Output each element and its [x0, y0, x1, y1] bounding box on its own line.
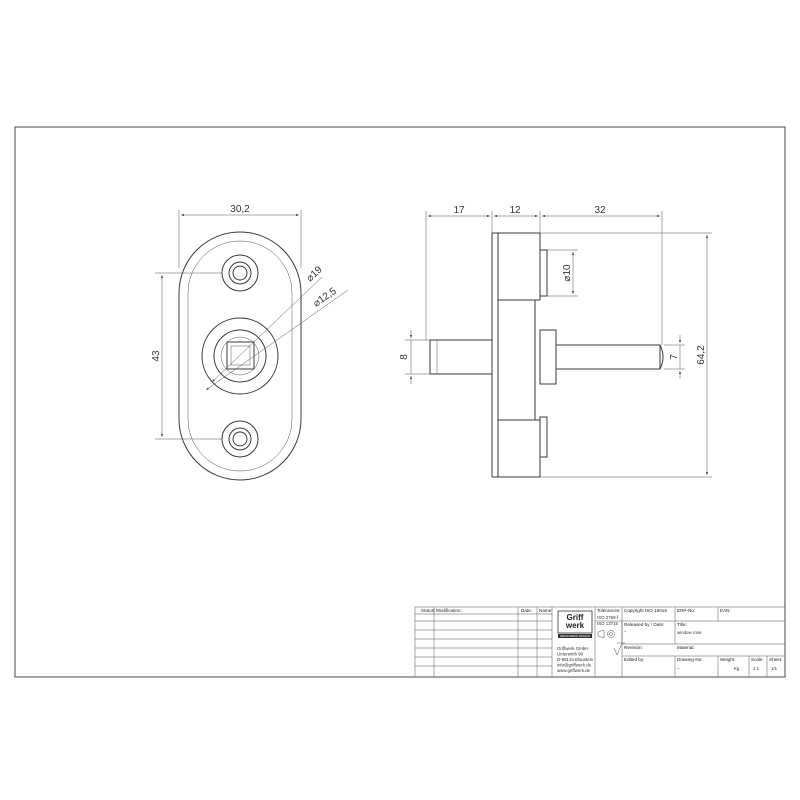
- sheet-value: 1/1: [771, 666, 778, 671]
- released-value: –: [624, 629, 627, 634]
- center-hub: [201, 317, 279, 395]
- dimension-12-label: 12: [509, 205, 521, 216]
- dimension-64-2-label: 64,2: [696, 345, 707, 365]
- logo-line1: Griff: [567, 613, 584, 622]
- revision-label: Revision:: [624, 645, 643, 650]
- front-view: 30,2 43 ⌀19 ⌀12,5: [151, 204, 349, 481]
- tolerances-label: Tolerances:: [597, 608, 621, 613]
- material-label: Material:: [677, 645, 695, 650]
- dimension-width-label: 30,2: [230, 204, 250, 215]
- copyright-text: Copyright ISO 16016: [624, 608, 667, 613]
- top-screw-hole: [221, 254, 259, 292]
- logo-tagline: GRIFFWERK DESIGN: [560, 634, 590, 638]
- revision-table: Status: Modification: Date: Name:: [415, 607, 553, 677]
- title-value: window rose: [677, 630, 702, 635]
- tolerances-block: Tolerances: ISO 2768-f ISO 13715: [597, 607, 625, 656]
- dimension-height: 43: [151, 272, 222, 440]
- dimension-32-label: 32: [594, 205, 606, 216]
- diameter-symbol: ⌀: [311, 297, 322, 309]
- address-line-4: info@griffwerk.de: [557, 663, 592, 668]
- dimension-width: 30,2: [178, 204, 302, 268]
- released-label: Released by / Date:: [624, 622, 664, 627]
- diameter-symbol: ⌀: [305, 272, 317, 284]
- rev-header-name: Name:: [539, 608, 553, 613]
- tolerance-line-2: ISO 13715: [597, 621, 619, 626]
- title-label: Title:: [677, 622, 687, 627]
- projection-symbol-icon: [597, 629, 615, 639]
- title-block: Status: Modification: Date: Name: Griff …: [414, 606, 786, 678]
- scale-value: 1:1: [753, 666, 760, 671]
- diameter-symbol: ⌀: [562, 276, 573, 282]
- sheet-border: [14, 126, 786, 678]
- edited-label: Edited by:: [624, 657, 644, 662]
- company-block: Griff werk GRIFFWERK DESIGN Griffwerk Gm…: [557, 607, 596, 677]
- dimension-dia-10-label: 10: [562, 264, 573, 276]
- rev-header-status: Status:: [421, 608, 435, 613]
- drawing-no-value: –: [677, 666, 680, 671]
- dimension-dia-12-5: ⌀12,5: [205, 286, 349, 391]
- ean-label: EAN:: [720, 608, 731, 613]
- erp-label: ERP-No:: [677, 608, 695, 613]
- dimension-dia-19: ⌀19: [211, 264, 325, 383]
- surface-finish-icon: [613, 642, 625, 656]
- address-line-2: Unterwirth 90: [557, 652, 584, 657]
- address-line-1: Griffwerk GmbH: [557, 646, 588, 651]
- dimension-17-label: 17: [453, 205, 465, 216]
- rev-header-modification: Modification:: [436, 608, 462, 613]
- dimension-8-label: 8: [399, 354, 410, 360]
- logo-line2: werk: [565, 621, 585, 630]
- side-view: 17 12 32 ⌀10 8 7 64,2: [399, 205, 712, 478]
- address-line-5: www.griffwerk.de: [557, 668, 591, 673]
- sheet-label: Sheet:: [769, 657, 782, 662]
- address-line-3: D-89134 Blaustein: [557, 657, 594, 662]
- weight-value: Kg: [734, 666, 740, 671]
- rev-header-date: Date:: [521, 608, 532, 613]
- dimension-7-label: 7: [669, 354, 680, 360]
- scale-label: Scale:: [751, 657, 764, 662]
- weight-label: Weight:: [720, 657, 736, 662]
- rose-inner-outline: [187, 240, 293, 472]
- rose-outline: [178, 231, 302, 481]
- dimension-dia-12-5-label: 12,5: [316, 286, 339, 306]
- svg-text:⌀19: ⌀19: [305, 264, 325, 284]
- svg-text:⌀10: ⌀10: [562, 264, 573, 282]
- bottom-screw-hole: [221, 420, 259, 458]
- company-logo: [557, 610, 593, 634]
- dimension-height-label: 43: [151, 350, 162, 362]
- tolerance-line-1: ISO 2768-f: [597, 615, 619, 620]
- drawing-no-label: Drawing-No:: [677, 657, 703, 662]
